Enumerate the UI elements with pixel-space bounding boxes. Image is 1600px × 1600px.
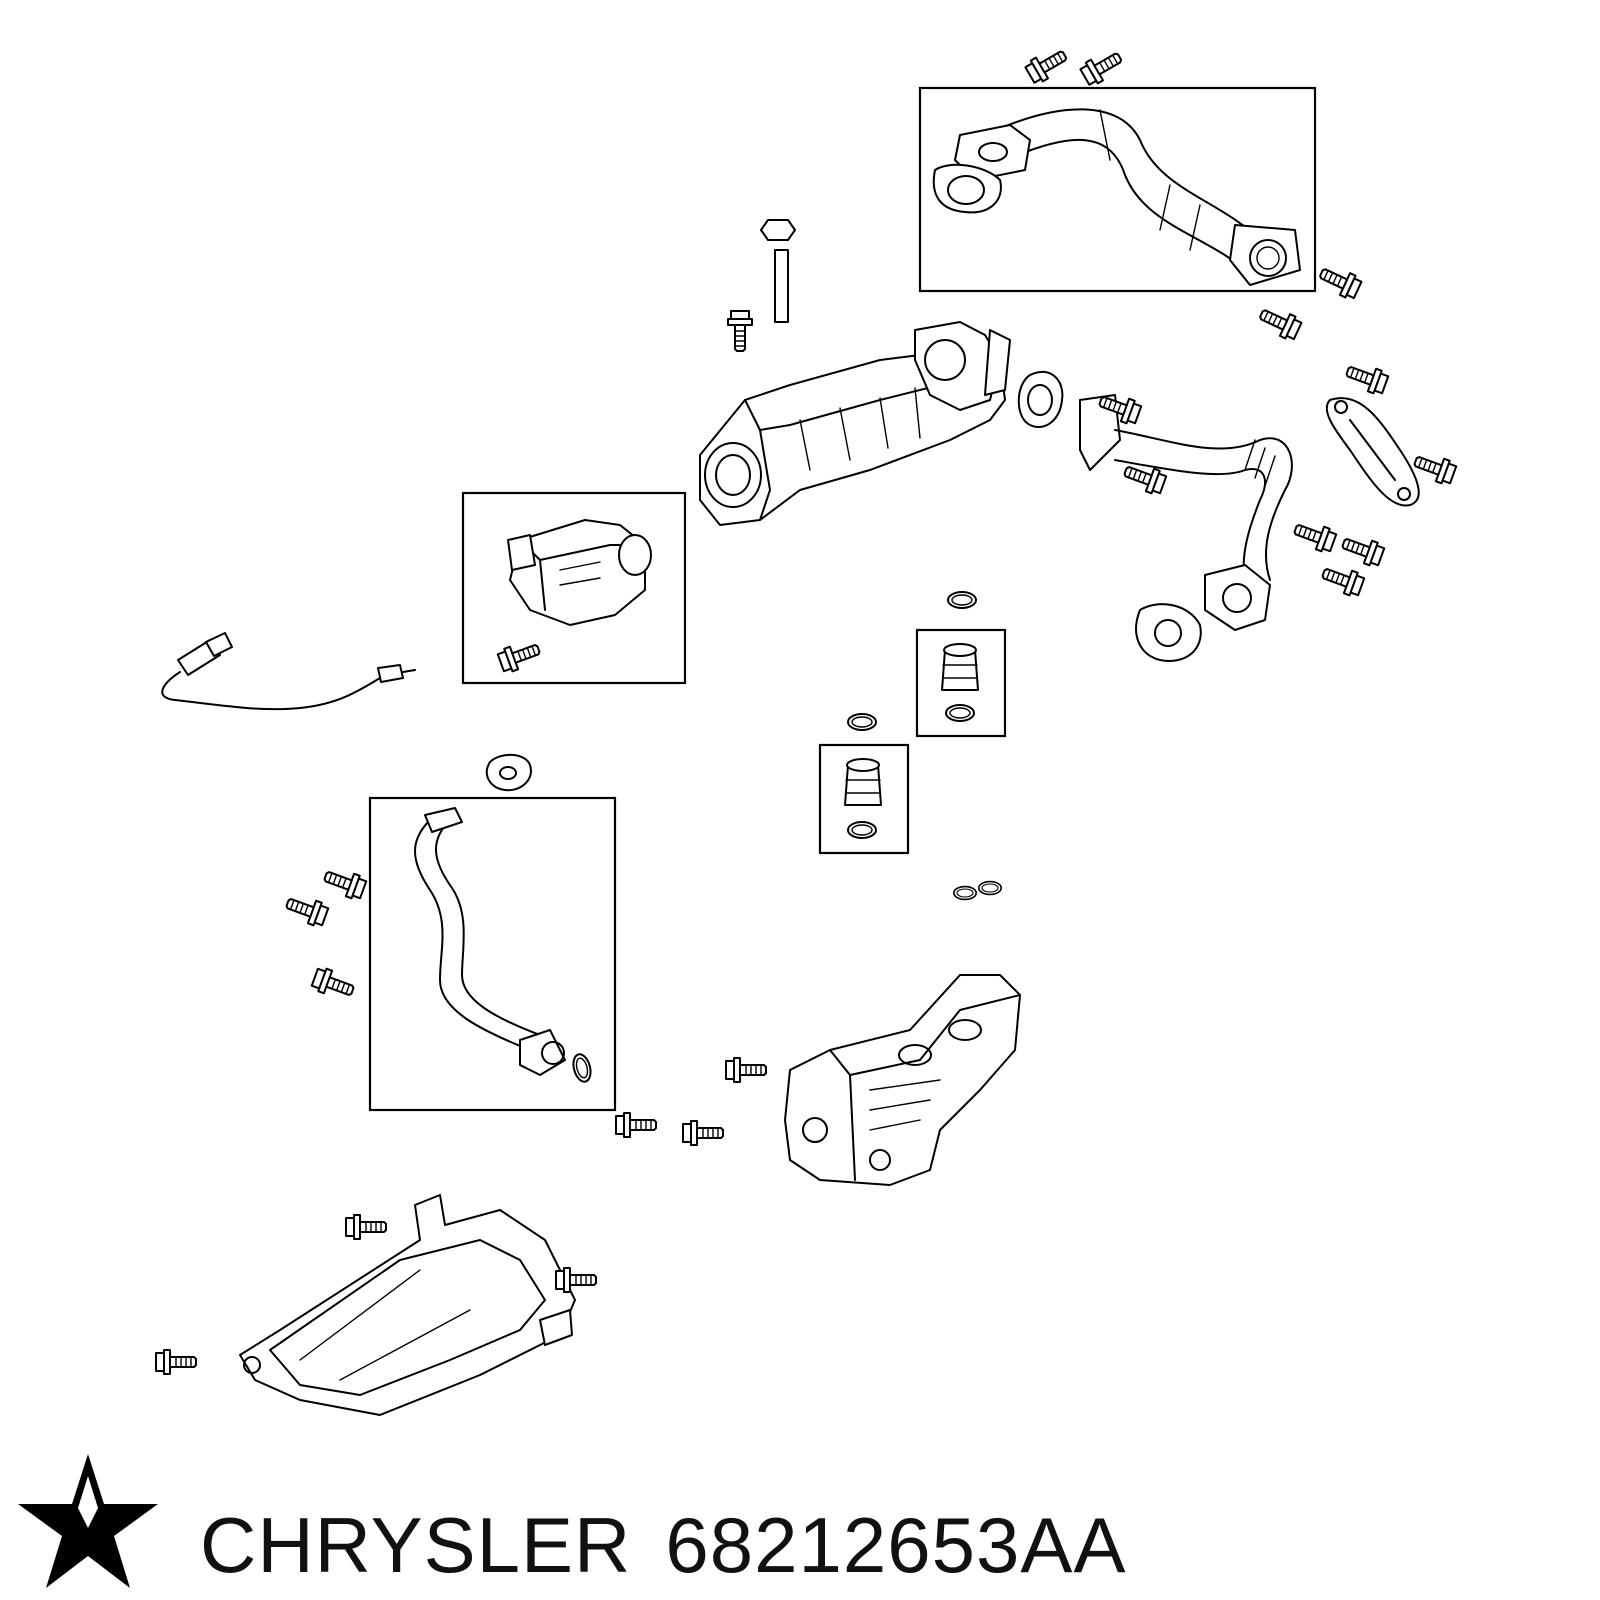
egr-manifold xyxy=(784,974,1021,1186)
pentastar-logo-icon xyxy=(18,1454,158,1588)
egr-crossover-tube-group xyxy=(368,753,617,1112)
egr-tube-upper-group xyxy=(918,86,1317,293)
exhaust-tube-lower xyxy=(1017,370,1293,662)
part-caption: CHRYSLER 68212653AA xyxy=(200,1500,1580,1590)
part-number: 68212653AA xyxy=(665,1500,1127,1589)
egr-valve-group xyxy=(461,491,687,685)
exhaust-temp-sensor xyxy=(161,632,416,711)
stud-and-nut xyxy=(760,219,796,323)
egr-cooler xyxy=(699,321,1011,526)
heat-shield xyxy=(239,1194,576,1416)
brand-name: CHRYSLER xyxy=(200,1500,632,1589)
mounting-bracket xyxy=(1325,397,1420,507)
seal-kit-lower xyxy=(818,713,910,855)
seal-kit-upper xyxy=(915,591,1007,738)
